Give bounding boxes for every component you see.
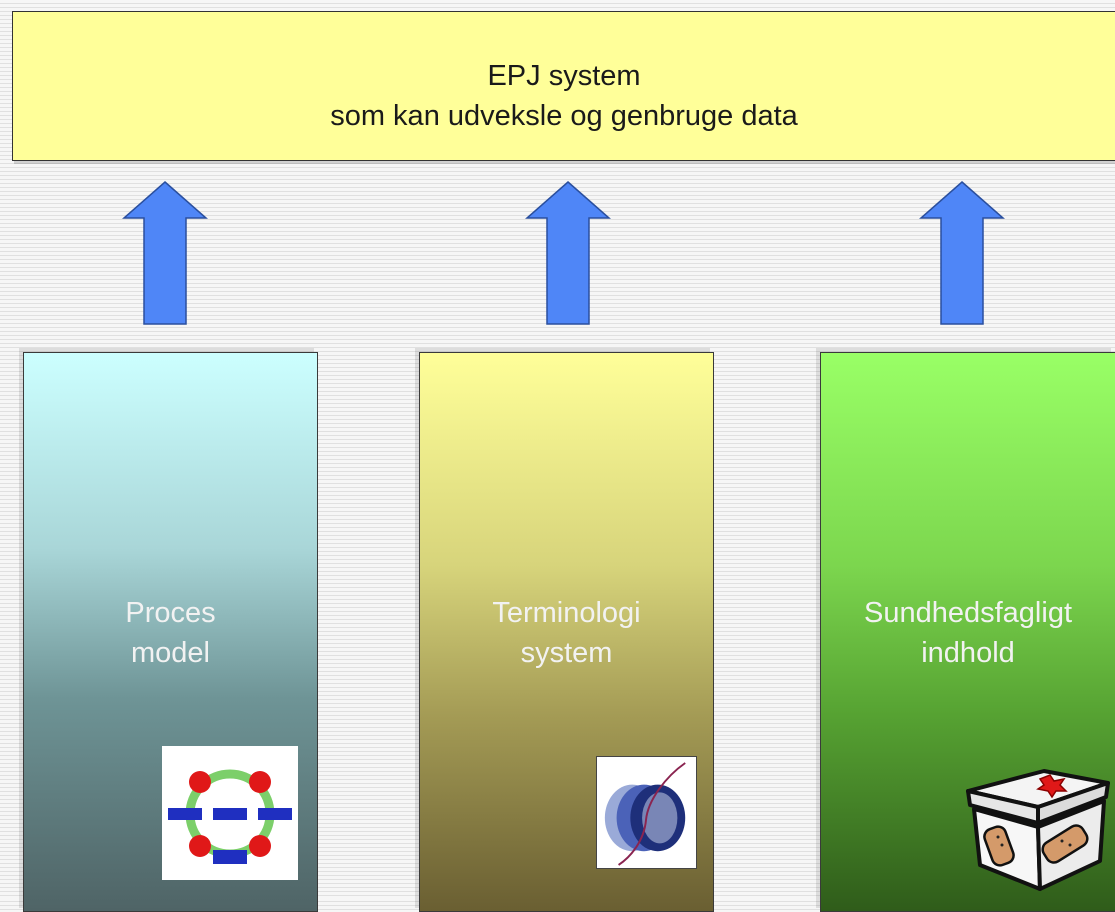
pillar-3-line-2: indhold <box>921 637 1015 669</box>
pillar-3-line-1: Sundhedsfagligt <box>864 597 1072 629</box>
pillar-1-line-2: model <box>131 637 210 669</box>
first-aid-kit-icon <box>966 769 1110 891</box>
up-arrow-3-icon <box>919 181 1005 325</box>
pillar-2-line-1: Terminologi <box>492 597 641 629</box>
pillar-terminologi-system-label: Terminologi system <box>420 593 713 673</box>
pillar-1-line-1: Proces <box>125 597 216 629</box>
epj-system-subtitle: som kan udveksle og genbruge data <box>330 100 798 132</box>
up-arrow-1-icon <box>122 181 208 325</box>
terminology-logo-icon <box>596 756 697 869</box>
epj-system-box: EPJ system som kan udveksle og genbruge … <box>12 11 1115 161</box>
epj-system-label: EPJ system som kan udveksle og genbruge … <box>13 56 1115 136</box>
pillar-sundhedsfagligt-indhold-label: Sundhedsfagligt indhold <box>821 593 1115 673</box>
process-cycle-diagram-icon <box>162 746 298 880</box>
pillar-2-line-2: system <box>520 637 613 669</box>
epj-system-title: EPJ system <box>487 60 641 92</box>
up-arrow-2-icon <box>525 181 611 325</box>
pillar-proces-model-label: Proces model <box>24 593 317 673</box>
